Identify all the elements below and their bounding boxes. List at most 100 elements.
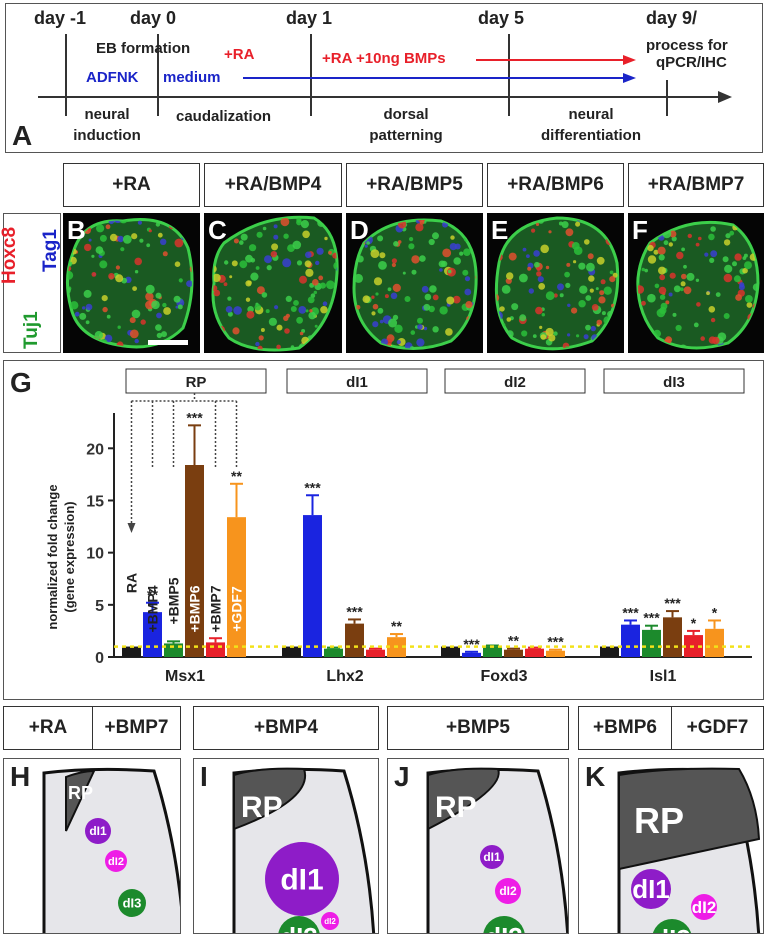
cell-dot — [631, 300, 635, 304]
cell-dot — [236, 222, 240, 227]
micrograph: E — [487, 213, 624, 353]
significance-label: *** — [664, 595, 681, 611]
cell-dot — [117, 325, 121, 329]
cell-dot — [567, 303, 571, 307]
cell-dot — [67, 253, 71, 258]
bar — [621, 624, 640, 657]
cell-dot — [417, 324, 423, 330]
cell-dot — [419, 255, 426, 262]
cell-dot — [174, 261, 181, 267]
embryoid-body-image — [211, 215, 339, 352]
day-label-9: day 9/ — [646, 8, 698, 28]
cell-dot — [567, 333, 571, 337]
cell-dot — [409, 346, 415, 349]
significance-label: ** — [147, 587, 158, 603]
cell-dot — [588, 275, 595, 282]
x-category-label: Foxd3 — [480, 668, 527, 685]
cell-dot — [653, 249, 659, 255]
cell-dot — [134, 270, 139, 274]
cell-dot — [174, 238, 184, 248]
cell-dot — [565, 228, 574, 237]
cell-dot — [137, 220, 142, 225]
cell-dot — [250, 272, 259, 281]
cell-dot — [384, 294, 389, 299]
schematic-header: +BMP5 — [387, 706, 569, 750]
bar — [663, 617, 682, 657]
day-label-1: day 1 — [286, 8, 333, 28]
cell-dot — [162, 251, 168, 257]
cell-dot — [715, 292, 721, 297]
cell-dot — [169, 219, 174, 221]
stage-neural-differentiation: neural differentiation — [516, 104, 666, 146]
cell-dot — [609, 270, 614, 275]
cell-dot — [270, 251, 277, 258]
ra-bmp-arrowhead — [623, 55, 636, 65]
cell-dot — [553, 293, 558, 298]
cell-dot — [589, 288, 594, 293]
cell-dot — [91, 272, 97, 277]
cell-dot — [745, 295, 753, 303]
cell-dot — [749, 213, 757, 221]
cell-dot — [322, 338, 331, 347]
bar — [303, 515, 322, 657]
cell-dot — [681, 273, 687, 280]
cell-dot — [570, 213, 575, 218]
condition-label: +BMP7 — [208, 585, 224, 632]
cell-dot — [318, 275, 324, 281]
cell-dot — [621, 285, 624, 291]
cell-dot — [314, 324, 318, 328]
cell-dot — [213, 265, 217, 273]
cell-dot — [659, 294, 666, 300]
cell-dot — [732, 261, 737, 267]
cell-dot — [566, 262, 571, 267]
group-header-label: dI3 — [663, 374, 685, 391]
cell-dot — [392, 283, 401, 292]
cell-dot — [600, 223, 606, 230]
cell-dot — [63, 307, 67, 312]
cell-dot — [239, 260, 248, 269]
cell-dot — [218, 343, 224, 349]
cell-dot — [496, 245, 499, 251]
cell-dot — [410, 330, 416, 335]
cell-dot — [565, 282, 571, 288]
embryoid-body — [494, 216, 620, 351]
condition-header: +RA — [63, 163, 200, 207]
cell-dot — [654, 283, 660, 289]
cell-dot — [423, 326, 428, 331]
cell-dot — [106, 314, 111, 319]
cell-dot — [307, 296, 315, 304]
cell-dot — [527, 266, 532, 271]
cell-dot — [409, 237, 414, 242]
timeline-arrowhead — [718, 91, 732, 103]
significance-label: *** — [547, 634, 564, 650]
cell-dot — [292, 240, 302, 250]
bar — [324, 648, 343, 657]
cell-dot — [647, 293, 656, 303]
cell-dot — [231, 260, 238, 267]
cell-dot — [527, 348, 537, 349]
cell-dot — [176, 219, 183, 224]
cell-dot — [189, 219, 193, 225]
cell-dot — [641, 300, 646, 306]
x-category-label: Isl1 — [650, 668, 677, 685]
stain-label-hoxc8: Hoxc8 — [0, 226, 20, 284]
cell-dot — [709, 257, 715, 263]
cell-dot — [290, 306, 297, 312]
cell-dot — [616, 328, 618, 337]
panel-letter-a: A — [12, 120, 33, 151]
condition-header: +RA/BMP4 — [204, 163, 342, 207]
cell-dot — [658, 286, 667, 295]
cell-dot — [255, 266, 260, 270]
rp-label: RP — [241, 791, 283, 824]
dI3-domain — [278, 916, 320, 933]
stage-line: patterning — [369, 127, 443, 144]
cell-dot — [754, 324, 759, 330]
cell-dot — [750, 222, 756, 224]
schematic-header: +BMP4 — [193, 706, 379, 750]
cell-dot — [573, 260, 577, 264]
cell-dot — [681, 247, 685, 252]
dI2-label: dI2 — [108, 856, 124, 868]
bar — [206, 642, 225, 657]
schematic-panel: RPdI1dI2dI3J — [387, 758, 569, 934]
